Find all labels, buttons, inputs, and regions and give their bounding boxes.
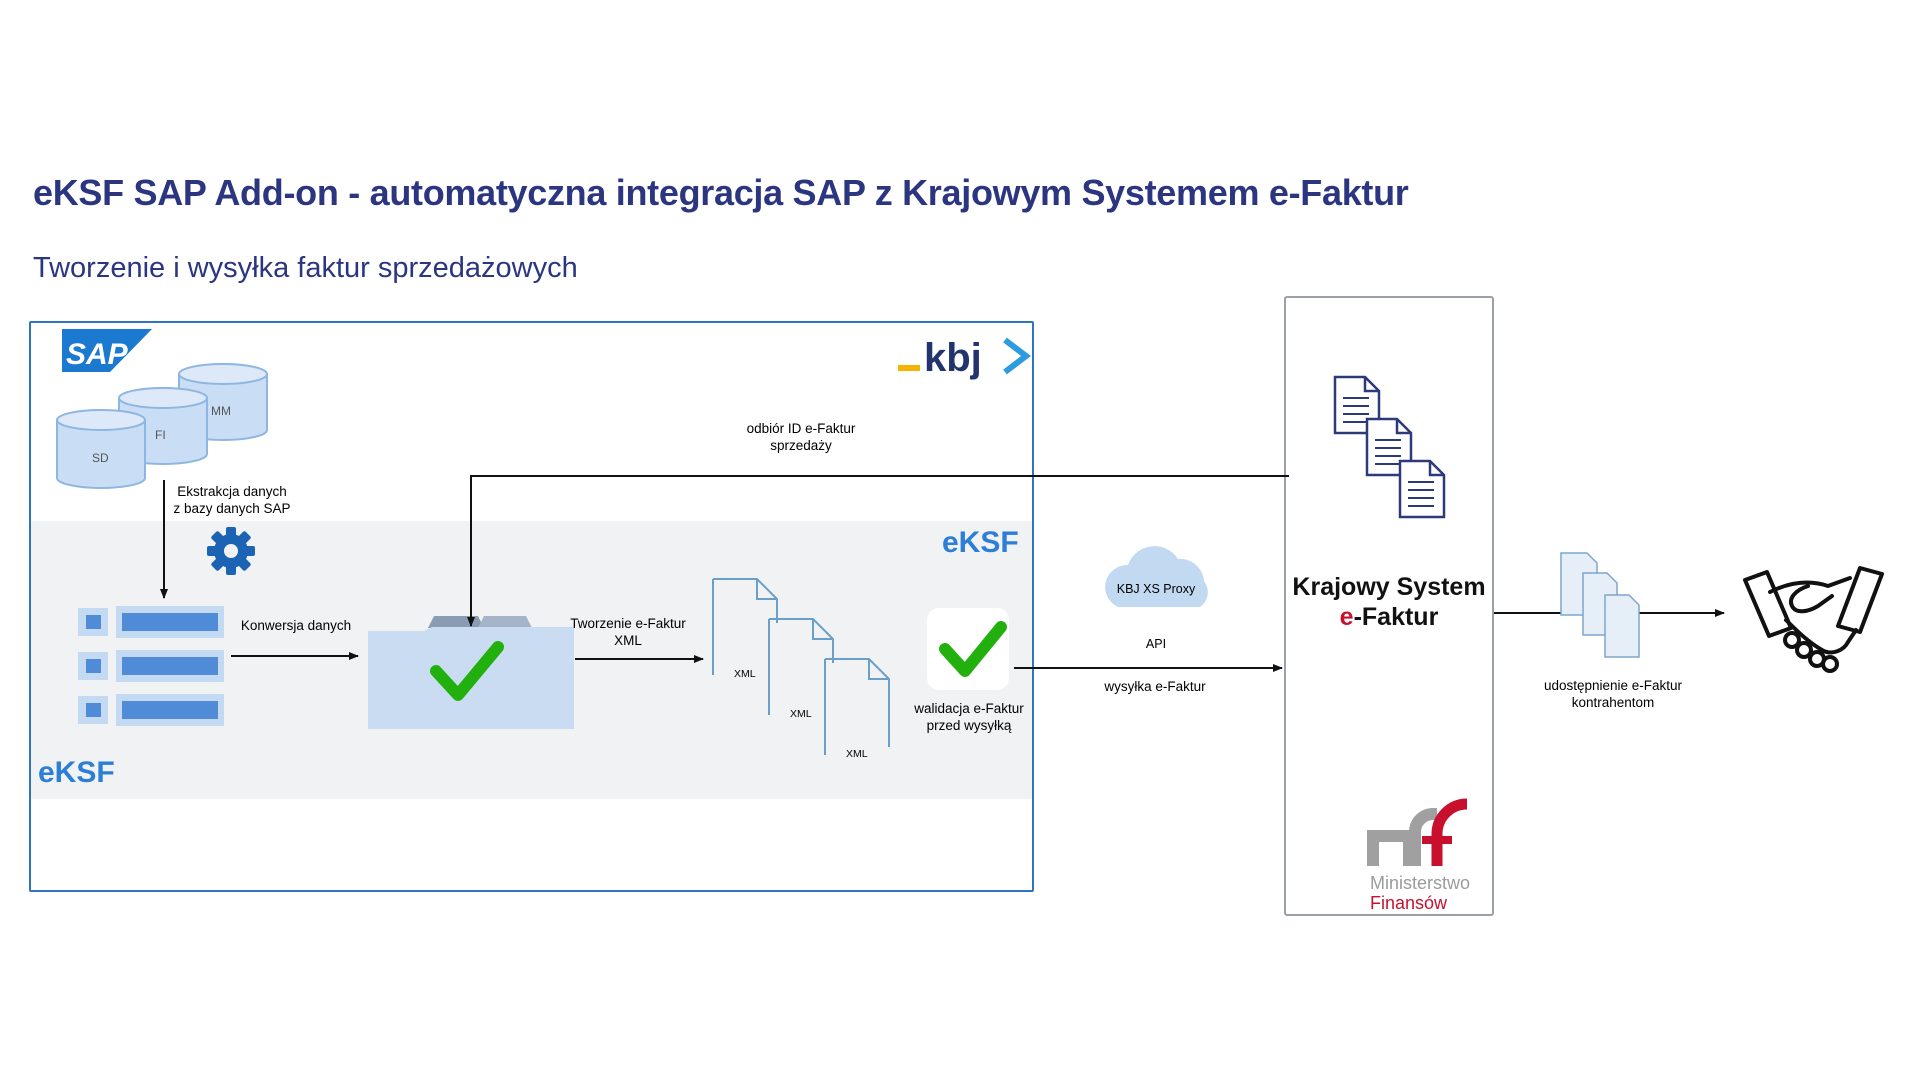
ksef-title-line2: -Faktur [1353,603,1439,631]
conversion-label: Konwersja danych [241,618,351,633]
mf-text-line1: Ministerstwo [1370,873,1471,893]
folder-check-icon [368,616,574,729]
checkmark-icon [927,608,1009,690]
ksef-title-e: e [1339,603,1354,631]
extraction-label-1: Ekstrakcja danych [177,484,287,499]
xml-document-icon: XML [712,578,778,680]
mf-logo [1367,798,1468,866]
sap-system-frame [29,321,1034,892]
creation-label-2: XML [614,633,642,648]
ksef-title: Krajowy System e-Faktur [1284,572,1494,632]
documents-icon [1333,375,1446,519]
xml-document-icon: XML [824,658,890,760]
sap-logo: SAP [62,329,152,372]
receive-id-label-2: sprzedaży [770,438,832,453]
xml-document-icon: XML [768,618,834,720]
page-subtitle: Tworzenie i wysyłka faktur sprzedażowych [33,252,578,284]
creation-label-1: Tworzenie e-Faktur [570,616,686,631]
api-label: API [1146,637,1166,651]
mf-logo-text: Ministerstwo Finansów [1370,873,1470,913]
gear-icon [207,527,255,575]
db-label-fi: FI [155,428,166,442]
sap-logo-text: SAP [66,338,129,371]
eksf-label-main: eKSF [942,526,1019,559]
db-label-mm: MM [211,404,231,418]
receive-id-arrow [467,475,1289,627]
receive-id-label-1: odbiór ID e-Faktur [747,421,856,436]
proxy-label: KBJ XS Proxy [1117,582,1196,596]
documents-icon [1560,552,1640,658]
page-title: eKSF SAP Add-on - automatyczna integracj… [33,172,1409,213]
validation-label-1: walidacja e-Faktur [913,701,1024,716]
handshake-icon [1743,566,1884,673]
ksef-title-line1: Krajowy System [1292,573,1486,601]
db-label-sd: SD [92,451,109,465]
xml-label-2: XML [790,708,812,720]
table-icon [78,606,224,726]
kbj-logo-text: kbj [924,336,982,380]
share-label-2: kontrahentom [1572,695,1655,710]
ksef-system-box [1284,296,1494,916]
xml-label-1: XML [734,668,756,680]
mf-text-line2: Finansów [1370,893,1448,913]
validation-label-2: przed wysyłką [927,718,1012,733]
extraction-label-2: z bazy danych SAP [173,501,290,516]
cloud-icon: KBJ XS Proxy [1105,546,1208,607]
database-icon: SD [56,409,146,489]
xml-label-3: XML [846,748,868,760]
kbj-logo: kbj [898,336,1031,380]
share-label-1: udostępnienie e-Faktur [1544,678,1683,693]
eksf-label-lower: eKSF [38,756,115,789]
send-label: wysyłka e-Faktur [1103,679,1206,694]
